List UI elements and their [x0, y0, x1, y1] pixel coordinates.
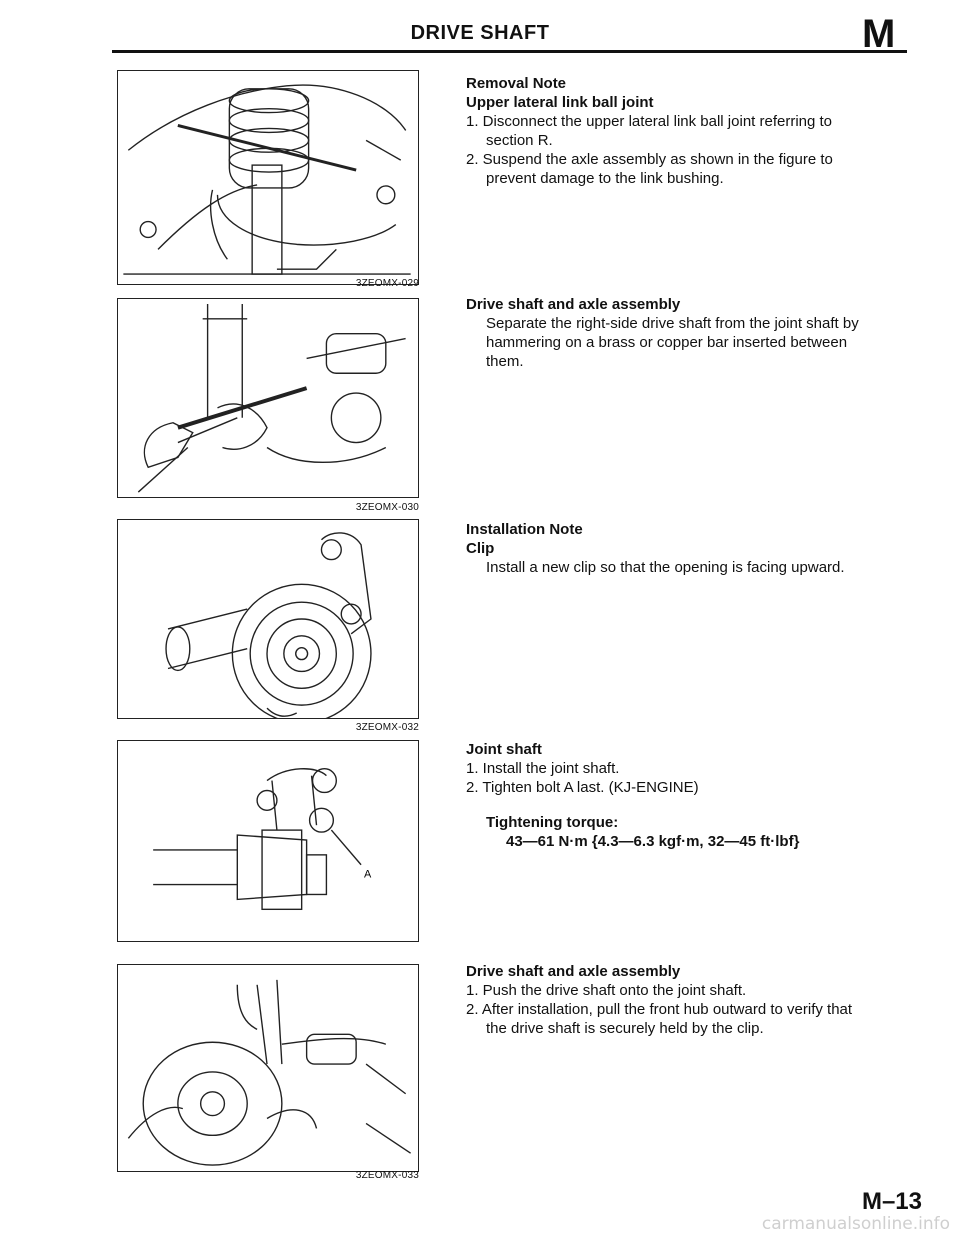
body-text: hammering on a brass or copper bar inser…: [486, 334, 848, 351]
section-heading: Installation Note: [466, 521, 583, 538]
step-text: 1. Disconnect the upper lateral link bal…: [466, 113, 833, 130]
section-subheading: Clip: [466, 540, 495, 557]
watermark: carmanualsonline.info: [761, 1214, 950, 1234]
section-heading: Removal Note: [466, 75, 567, 92]
drive-shaft-push-section: Drive shaft and axle assembly 1. Push th…: [466, 962, 916, 1038]
step-text: 2. After installation, pull the front hu…: [466, 1001, 853, 1018]
header-rule: [112, 50, 907, 53]
joint-shaft-illustration: A: [153, 768, 372, 911]
section-heading: Drive shaft and axle assembly: [466, 296, 681, 313]
step-text: the drive shaft is securely held by the …: [486, 1020, 764, 1037]
joint-shaft-section: Joint shaft 1. Install the joint shaft. …: [466, 740, 916, 851]
figure-upper-link-suspension: [117, 70, 419, 285]
hammer-illustration: [137, 303, 406, 493]
body-text: Install a new clip so that the opening i…: [486, 559, 845, 576]
step-text: prevent damage to the link bushing.: [486, 170, 724, 187]
torque-value: 43—61 N·m {4.3—6.3 kgf·m, 32—45 ft·lbf}: [506, 833, 800, 850]
page-number: M–13: [861, 1188, 922, 1215]
clip-illustration: [165, 532, 372, 718]
section-heading: Drive shaft and axle assembly: [466, 963, 681, 980]
step-text: section R.: [486, 132, 553, 149]
installation-note-section: Installation Note Clip Install a new cli…: [466, 520, 916, 577]
bolt-a-label: A: [364, 869, 372, 881]
removal-note-section: Removal Note Upper lateral link ball joi…: [466, 74, 916, 188]
body-text: Separate the right-side drive shaft from…: [486, 315, 859, 332]
figure-code: 3ZEOMX-032: [355, 722, 419, 733]
figure-push-shaft: [117, 964, 419, 1172]
body-text: them.: [486, 353, 524, 370]
suspension-illustration: [123, 84, 411, 275]
figure-code: 3ZEOMX-033: [355, 1170, 419, 1181]
figure-clip: [117, 519, 419, 719]
section-subheading: Upper lateral link ball joint: [466, 94, 654, 111]
section-heading: Joint shaft: [466, 741, 542, 758]
drive-shaft-separate-section: Drive shaft and axle assembly Separate t…: [466, 295, 916, 371]
page-title: DRIVE SHAFT: [410, 22, 550, 44]
step-text: 1. Install the joint shaft.: [466, 760, 620, 777]
figure-code: 3ZEOMX-029: [355, 278, 419, 289]
section-letter: M: [862, 12, 896, 56]
step-text: 2. Suspend the axle assembly as shown in…: [466, 151, 833, 168]
figure-joint-shaft: A: [117, 740, 419, 942]
figure-code: 3ZEOMX-030: [355, 502, 419, 513]
step-text: 2. Tighten bolt A last. (KJ-ENGINE): [466, 779, 699, 796]
figure-hammering-shaft: [117, 298, 419, 498]
step-text: 1. Push the drive shaft onto the joint s…: [466, 982, 747, 999]
torque-label: Tightening torque:: [486, 814, 619, 831]
push-shaft-illustration: [127, 979, 411, 1166]
